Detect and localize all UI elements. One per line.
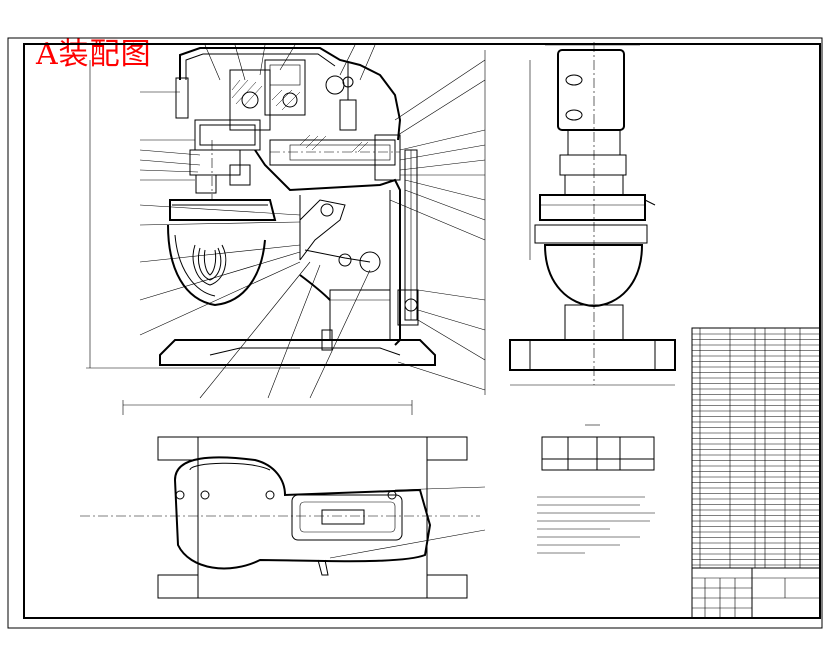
title-block (691, 567, 821, 619)
side-view (509, 42, 676, 386)
parameter-table (541, 424, 655, 471)
top-view (80, 400, 486, 599)
parts-list (691, 327, 821, 569)
technical-notes (537, 496, 655, 554)
front-section-view (86, 44, 486, 399)
outer-frame (7, 37, 823, 629)
